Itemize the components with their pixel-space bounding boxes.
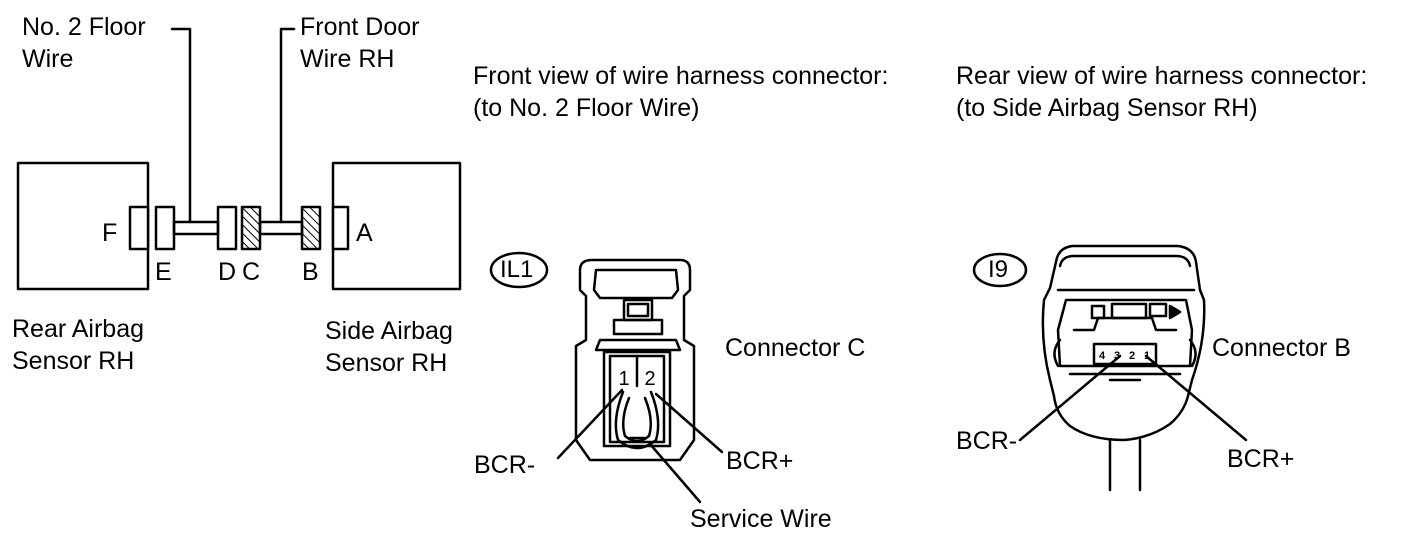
rear-sensor-label-line1: Rear Airbag <box>12 315 145 343</box>
connector-a <box>331 205 350 251</box>
right-caption-line1: Rear view of wire harness connector: <box>956 62 1368 90</box>
rear-airbag-sensor-box <box>16 161 150 291</box>
connector-c <box>240 205 262 251</box>
floor-wire-label-line2: Wire <box>22 45 74 73</box>
pin-1: 1 <box>1144 350 1150 362</box>
il1-badge <box>489 251 549 289</box>
middle-caption-line2: (to No. 2 Floor Wire) <box>473 94 700 122</box>
i9-badge <box>972 252 1028 288</box>
i9-badge-text: I9 <box>988 256 1009 283</box>
side-airbag-sensor-box <box>331 161 462 291</box>
connector-e <box>154 205 176 251</box>
floor-wire-label-line1: No. 2 Floor <box>22 13 146 41</box>
connector-b-label: Connector B <box>1212 334 1351 362</box>
il1-badge-text: IL1 <box>500 256 534 283</box>
wire-segment-e-d <box>172 220 220 236</box>
door-wire-label-line2: Wire RH <box>300 45 395 73</box>
side-sensor-label-line1: Side Airbag <box>325 317 453 345</box>
pin-3: 3 <box>1114 350 1120 362</box>
floor-wire-leader <box>170 27 192 224</box>
pin-4: 4 <box>1099 350 1106 362</box>
connector-letter-d: D <box>218 258 237 286</box>
connector-c-label: Connector C <box>725 334 866 362</box>
connector-letter-c: C <box>242 258 261 286</box>
connector-b <box>300 205 322 251</box>
side-sensor-label-line2: Sensor RH <box>325 349 448 377</box>
rear-sensor-label-line2: Sensor RH <box>12 347 135 375</box>
right-caption-line2: (to Side Airbag Sensor RH) <box>956 94 1258 122</box>
connector-b-drawing <box>972 244 1248 492</box>
connector-letter-f: F <box>102 219 118 247</box>
connector-c-bcr-minus: BCR- <box>474 451 536 479</box>
pin-2: 2 <box>1129 350 1135 362</box>
connector-c-pins: 1 2 <box>618 368 655 390</box>
pin-1: 1 <box>618 368 629 390</box>
connector-b-pins: 4 3 2 1 <box>1099 350 1150 362</box>
connector-b-bcr-minus: BCR- <box>956 427 1018 455</box>
door-wire-label-line1: Front Door <box>300 13 420 41</box>
connector-letter-a: A <box>356 219 373 247</box>
connector-d <box>216 205 238 251</box>
connector-letter-b: B <box>302 258 319 286</box>
connector-letter-e: E <box>155 258 172 286</box>
door-wire-leader <box>279 27 296 224</box>
connector-b-bcr-plus: BCR+ <box>1227 445 1295 473</box>
service-wire-label: Service Wire <box>690 505 832 533</box>
harness-layout <box>16 27 462 291</box>
connector-c-bcr-plus: BCR+ <box>726 447 794 475</box>
connector-c-drawing <box>489 251 724 504</box>
pin-2: 2 <box>644 368 655 390</box>
connector-f <box>128 205 150 251</box>
middle-caption-line1: Front view of wire harness connector: <box>473 62 889 90</box>
wire-segment-c-b <box>258 220 304 236</box>
